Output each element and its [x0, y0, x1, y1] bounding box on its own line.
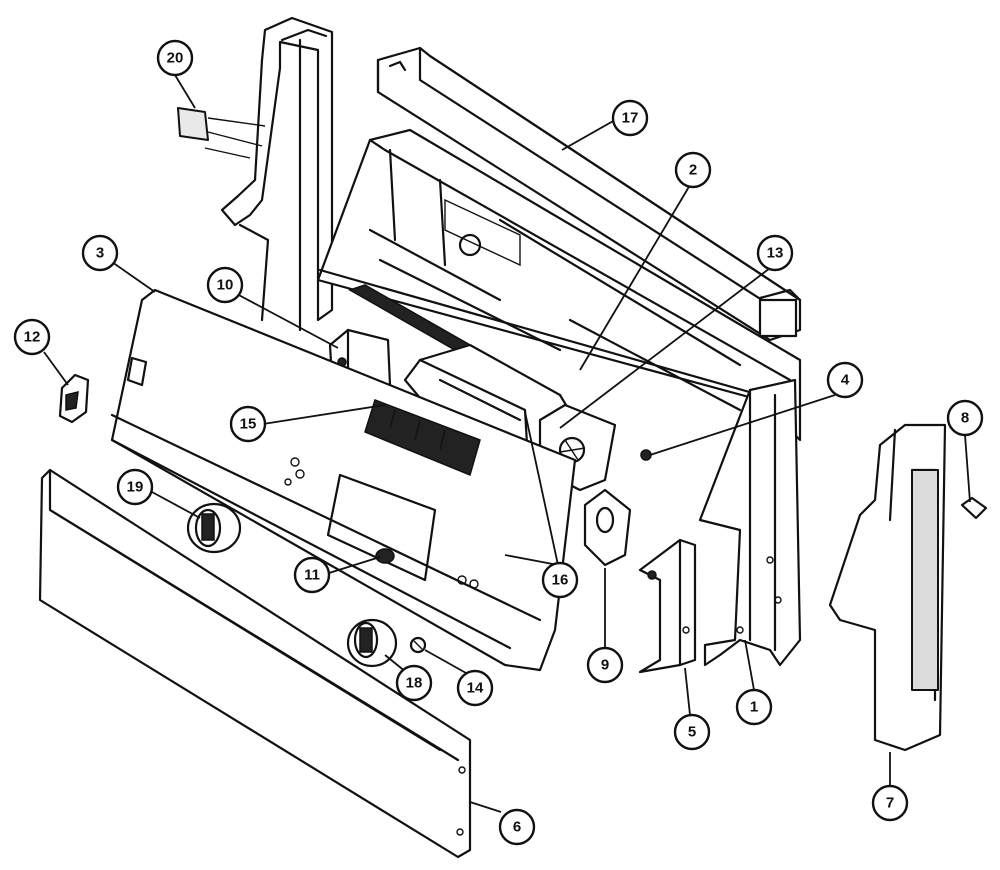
part-3-control-panel-front [110, 288, 577, 672]
callout-5: 5 [673, 713, 711, 751]
svg-text:6: 6 [513, 819, 521, 836]
callout-17: 17 [611, 99, 649, 137]
svg-text:13: 13 [767, 245, 784, 262]
svg-text:19: 19 [127, 479, 144, 496]
part-2-control-panel-back [316, 128, 802, 442]
part-14-screw [409, 636, 427, 654]
svg-text:3: 3 [96, 245, 104, 262]
callout-11: 11 [293, 556, 331, 594]
callout-12: 12 [13, 318, 51, 356]
callout-9: 9 [586, 646, 624, 684]
callout-14: 14 [456, 669, 494, 707]
svg-text:20: 20 [167, 50, 184, 67]
callout-2: 2 [674, 151, 712, 189]
part-6-lower-trim [38, 468, 472, 859]
callout-3: 3 [81, 234, 119, 272]
part-19-knob [186, 502, 242, 554]
svg-text:8: 8 [961, 410, 969, 427]
callout-16: 16 [541, 561, 579, 599]
part-1-side-bracket [698, 378, 802, 667]
callout-6: 6 [498, 808, 536, 846]
svg-text:5: 5 [688, 724, 696, 741]
callout-4: 4 [826, 361, 864, 399]
callout-15: 15 [229, 405, 267, 443]
callout-7: 7 [871, 784, 909, 822]
svg-text:4: 4 [841, 372, 850, 389]
part-12-switch [58, 373, 90, 424]
svg-text:16: 16 [552, 572, 569, 589]
callout-10: 10 [206, 266, 244, 304]
callout-20: 20 [156, 39, 194, 77]
part-17-top-rail [376, 46, 802, 342]
part-8-screw [960, 496, 988, 520]
svg-text:7: 7 [886, 795, 894, 812]
callout-8: 8 [946, 399, 984, 437]
part-9-switch [583, 488, 632, 567]
part-11-knob-stem [375, 548, 395, 564]
part-5-bracket [638, 538, 697, 674]
svg-text:17: 17 [622, 110, 639, 127]
svg-text:2: 2 [689, 162, 697, 179]
callout-19: 19 [116, 468, 154, 506]
leader-lines [43, 74, 971, 813]
svg-text:9: 9 [601, 657, 609, 674]
part-20-side-strip [177, 16, 334, 332]
svg-text:14: 14 [467, 680, 484, 697]
callout-1: 1 [735, 688, 773, 726]
part-7-end-cap [828, 423, 947, 752]
svg-text:10: 10 [217, 277, 234, 294]
callout-18: 18 [395, 664, 433, 702]
svg-text:15: 15 [240, 416, 257, 433]
part-18-knob [346, 618, 398, 668]
callout-13: 13 [756, 234, 794, 272]
part-4-screw [640, 449, 652, 461]
svg-text:18: 18 [406, 675, 423, 692]
svg-text:11: 11 [304, 567, 320, 584]
svg-text:1: 1 [750, 699, 758, 716]
svg-text:12: 12 [24, 329, 41, 346]
